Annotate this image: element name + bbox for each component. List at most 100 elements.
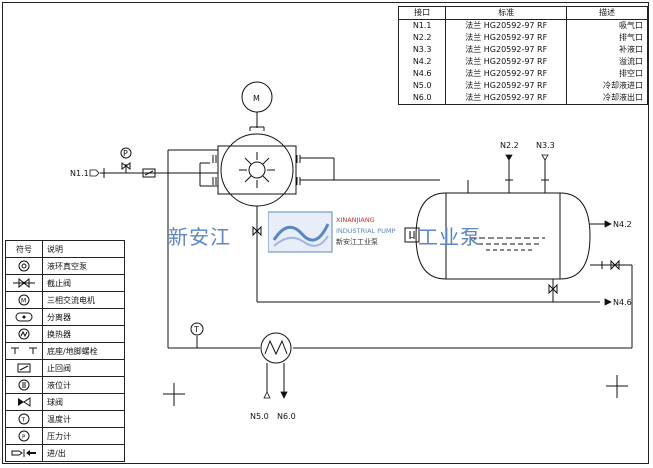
legend-label: 三相交流电机: [42, 291, 125, 309]
col-explanation: 说明: [42, 240, 125, 258]
legend-label: 底座/地脚螺栓: [42, 342, 125, 360]
company-logo: XINANJIANG INDUSTRIAL PUMP 新安江工业泵: [268, 211, 395, 253]
legend-label: 止回阀: [42, 359, 125, 377]
legend-label: 温度计: [42, 410, 125, 428]
port-cell: N2.2: [397, 32, 447, 44]
stop-valve-icon: [13, 278, 35, 288]
table-row: N1.1 法兰 HG20592-97 RF 吸气口: [397, 19, 648, 32]
ball-valve-icon: [18, 397, 31, 407]
pressure-gauge-label: P: [123, 149, 128, 158]
legend-row: 进/出: [5, 444, 125, 462]
standard-cell: 法兰 HG20592-97 RF: [445, 80, 568, 92]
port-n60-label: N6.0: [277, 412, 296, 421]
connection-table-header: 接口 标准 描述: [397, 6, 648, 20]
svg-text:新安江工业泵: 新安江工业泵: [336, 237, 378, 246]
standard-cell: 法兰 HG20592-97 RF: [445, 32, 568, 44]
standard-cell: 法兰 HG20592-97 RF: [445, 92, 568, 105]
drawing-frame: [2, 2, 649, 464]
col-symbol: 符号: [5, 240, 43, 258]
table-row: N6.0 法兰 HG20592-97 RF 冷却液出口: [397, 92, 648, 105]
table-row: N4.2 法兰 HG20592-97 RF 溢流口: [397, 56, 648, 68]
svg-text:INDUSTRIAL PUMP: INDUSTRIAL PUMP: [336, 227, 395, 235]
legend-row: 底座/地脚螺栓: [5, 342, 125, 360]
legend-label: 分离器: [42, 308, 125, 326]
check-valve-inlet: [142, 168, 156, 178]
legend-label: 液位计: [42, 376, 125, 394]
col-standard: 标准: [445, 6, 568, 20]
port-n22-label: N2.2: [500, 141, 519, 150]
heat-exchanger-icon: [18, 328, 30, 340]
legend-row: 液环真空泵: [5, 257, 125, 275]
description-cell: 吸气口: [566, 19, 648, 32]
standard-cell: 法兰 HG20592-97 RF: [445, 68, 568, 80]
legend-row: 液位计: [5, 376, 125, 394]
svg-text:M: M: [21, 298, 26, 305]
port-cell: N6.0: [397, 92, 447, 105]
watermark-left: 新安江: [168, 225, 231, 249]
table-row: N2.2 法兰 HG20592-97 RF 排气口: [397, 32, 648, 44]
legend-label: 换热器: [42, 325, 125, 343]
connection-table: 接口 标准 描述 N1.1 法兰 HG20592-97 RF 吸气口 N2.2 …: [397, 6, 648, 105]
port-cell: N5.0: [397, 80, 447, 92]
thermometer-icon: [190, 322, 204, 336]
description-cell: 补液口: [566, 44, 648, 56]
description-cell: 溢流口: [566, 56, 648, 68]
description-cell: 冷却液出口: [566, 92, 648, 105]
svg-text:T: T: [21, 418, 26, 424]
port-n33-label: N3.3: [536, 141, 555, 150]
port-cell: N1.1: [397, 19, 447, 32]
base-bolt-icon: [11, 347, 37, 354]
port-cell: N4.2: [397, 56, 447, 68]
svg-text:XINANJIANG: XINANJIANG: [336, 216, 375, 224]
pressure-gauge-icon: P: [18, 430, 30, 442]
symbol-legend: 符号 说明 液环真空泵 截止阀 M 三相交流电机 分离器 换热器 底座/地脚螺栓…: [5, 240, 125, 462]
port-cell: N3.3: [397, 44, 447, 56]
legend-row: 分离器: [5, 308, 125, 326]
legend-row: P 压力计: [5, 427, 125, 445]
legend-label: 进/出: [42, 444, 125, 462]
svg-text:P: P: [22, 435, 26, 441]
legend-label: 压力计: [42, 427, 125, 445]
port-cell: N4.6: [397, 68, 447, 80]
pressure-gauge-icon: [120, 147, 132, 159]
check-valve-icon: [17, 363, 31, 373]
port-n50-label: N5.0: [250, 412, 269, 421]
in-out-arrow-icon: [11, 449, 36, 457]
legend-row: 止回阀: [5, 359, 125, 377]
col-description: 描述: [566, 6, 648, 20]
motor-icon: M: [18, 294, 30, 306]
port-n46-label: N4.6: [613, 298, 632, 307]
port-n11-label: N1.1: [70, 169, 89, 178]
legend-label: 液环真空泵: [42, 257, 125, 275]
description-cell: 冷却液进口: [566, 80, 648, 92]
legend-row: 换热器: [5, 325, 125, 343]
description-cell: 排气口: [566, 32, 648, 44]
motor-label: M: [253, 94, 260, 103]
legend-row: M 三相交流电机: [5, 291, 125, 309]
legend-row: 球阀: [5, 393, 125, 411]
liquid-ring-pump-icon: [18, 260, 30, 272]
legend-header: 符号 说明: [5, 240, 125, 258]
table-row: N4.6 法兰 HG20592-97 RF 排空口: [397, 68, 648, 80]
port-n42-label: N4.2: [613, 220, 632, 229]
pump-icon: [220, 133, 294, 207]
legend-label: 球阀: [42, 393, 125, 411]
heat-exchanger-icon: [260, 332, 292, 364]
legend-row: T 温度计: [5, 410, 125, 428]
col-port: 接口: [397, 6, 447, 20]
separator-icon: [15, 312, 33, 322]
standard-cell: 法兰 HG20592-97 RF: [445, 56, 568, 68]
table-row: N5.0 法兰 HG20592-97 RF 冷却液进口: [397, 80, 648, 92]
level-gauge-icon: [18, 379, 30, 391]
level-gauge-label: L: [409, 231, 414, 240]
legend-row: 截止阀: [5, 274, 125, 292]
standard-cell: 法兰 HG20592-97 RF: [445, 44, 568, 56]
watermark-right: 工业泵: [418, 225, 481, 249]
thermometer-icon: T: [18, 413, 30, 425]
thermometer-label: T: [193, 325, 199, 334]
table-row: N3.3 法兰 HG20592-97 RF 补液口: [397, 44, 648, 56]
standard-cell: 法兰 HG20592-97 RF: [445, 19, 568, 32]
description-cell: 排空口: [566, 68, 648, 80]
legend-label: 截止阀: [42, 274, 125, 292]
